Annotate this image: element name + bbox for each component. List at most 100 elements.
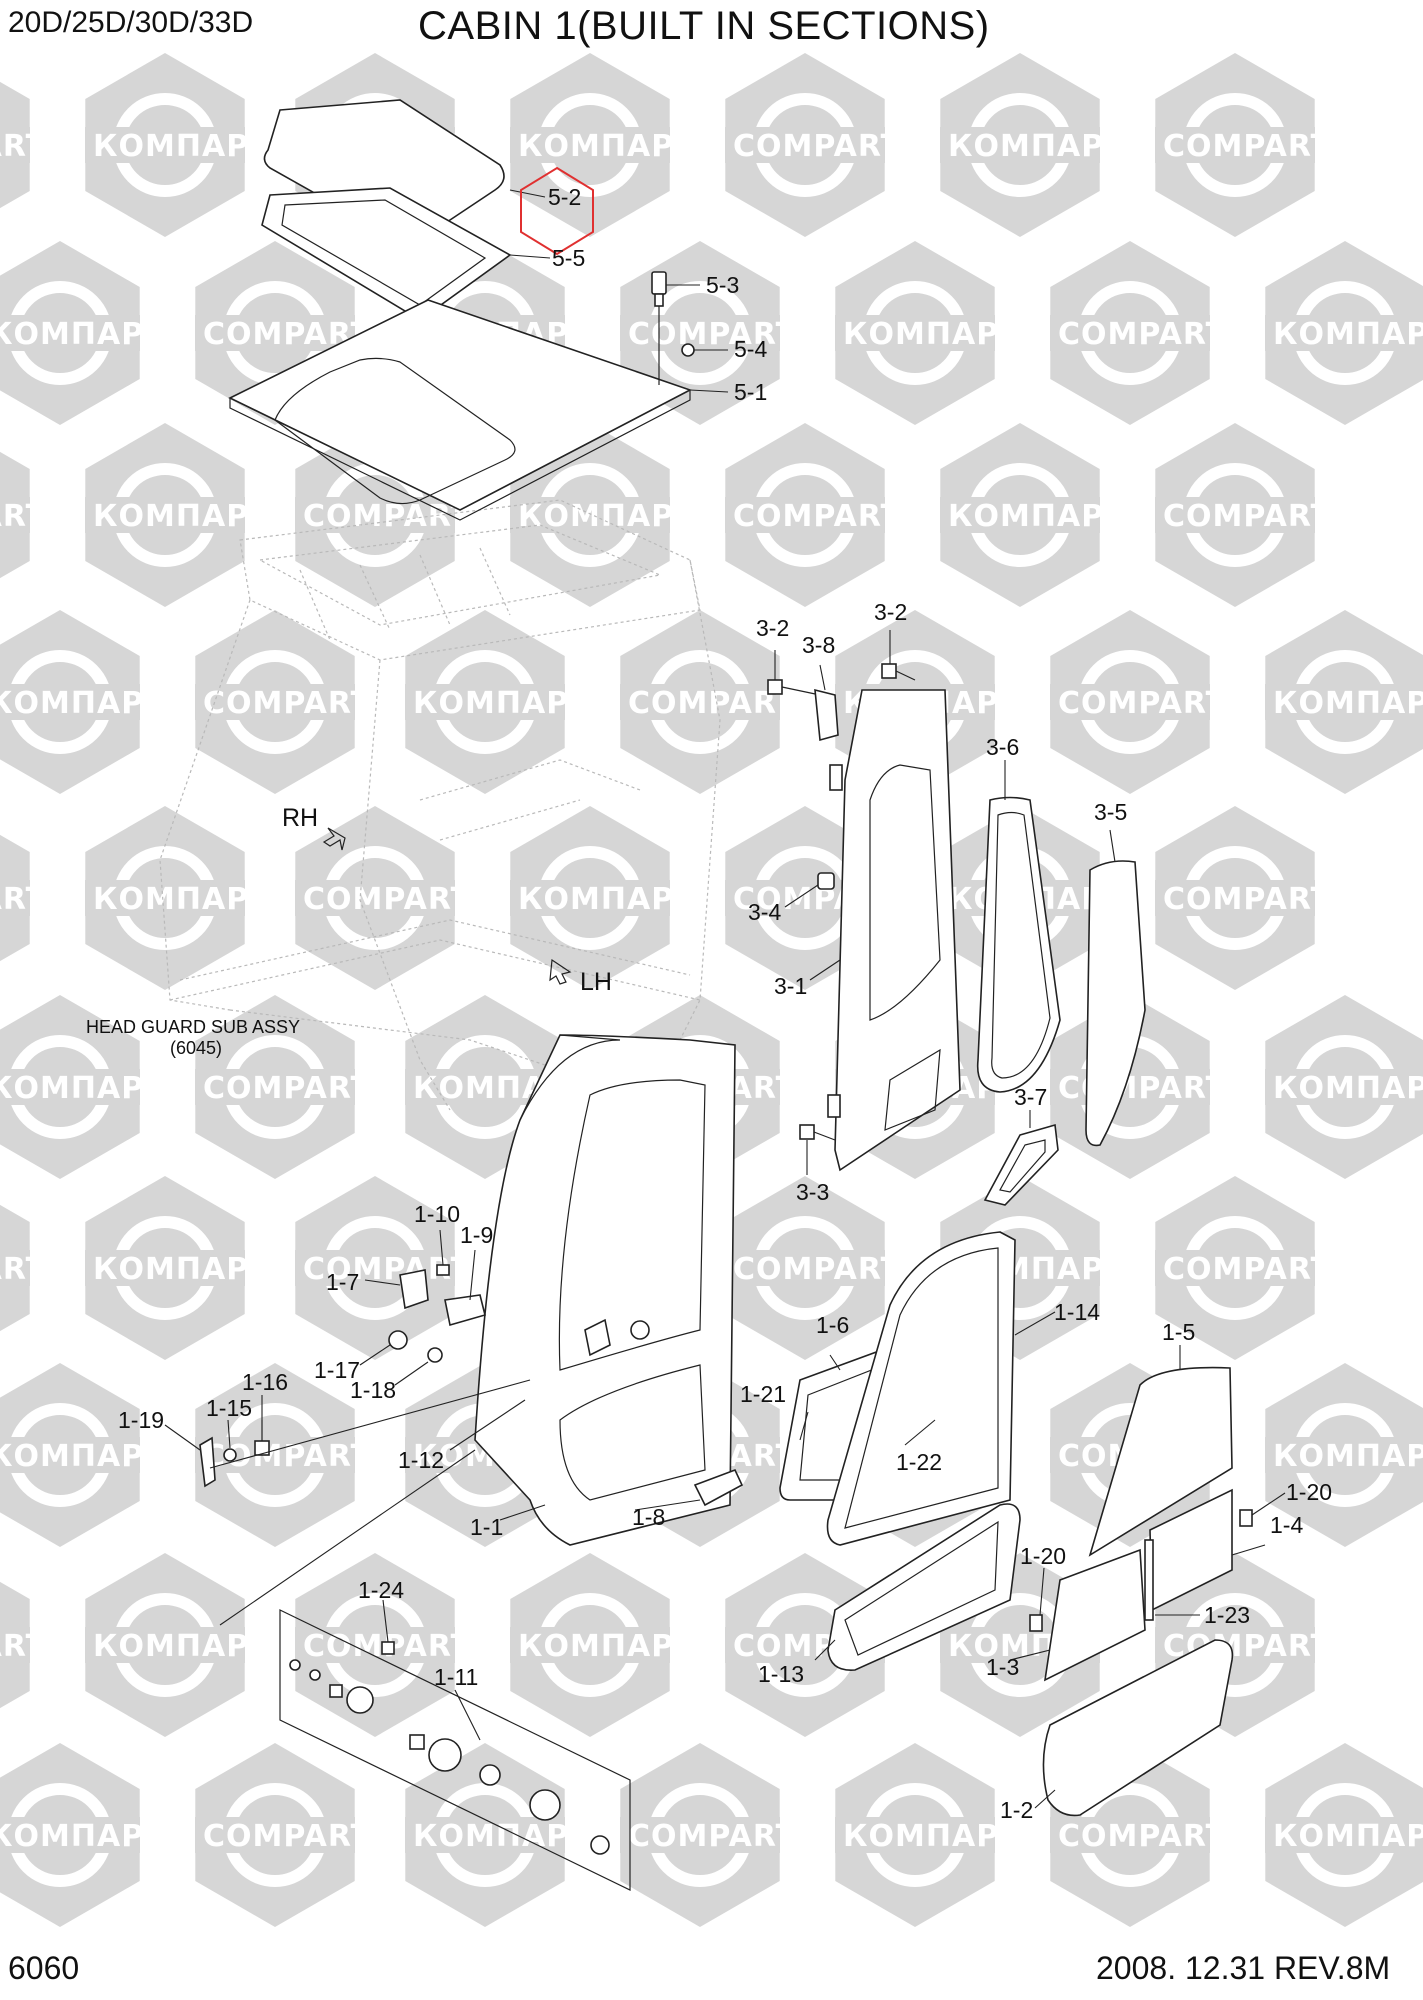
door-striker [199, 1436, 216, 1488]
callout-label: 3-3 [796, 1179, 829, 1205]
watermark-bar [725, 127, 885, 163]
watermark-bar [195, 1437, 355, 1473]
callout-label: 1-20 [1020, 1543, 1066, 1569]
watermark-bar [510, 1627, 670, 1663]
callout-label: 1-1 [470, 1514, 503, 1540]
watermark-text: COMPART [203, 1071, 372, 1106]
watermark-bar [0, 1250, 30, 1286]
callout-label: 1-3 [986, 1654, 1019, 1680]
watermark-bar [0, 1437, 140, 1473]
revision-date: 2008. 12.31 REV.8M [1096, 1950, 1391, 1986]
glass-clip-left [1029, 1614, 1043, 1632]
watermark-text: КОМПАРТ [1273, 686, 1423, 721]
watermark-layer: COMPART КОМПАРТ COMPART КОМПАРТ COMPART КОМПА… [0, 53, 1423, 1927]
watermark-text: COMPART [1163, 882, 1332, 917]
watermark-text: КОМПАРТ [518, 1629, 696, 1664]
callout-label: 3-6 [986, 734, 1019, 760]
panel-bolt-left [767, 679, 783, 695]
watermark-text: COMPART [1163, 499, 1332, 534]
watermark-bar [1050, 315, 1210, 351]
watermark-text: КОМПАРТ [518, 129, 696, 164]
callout-labels: 5-2 5-5 5-3 5-4 5-1 3-2 3-8 3-2 3-6 3-5 … [118, 184, 1332, 1823]
watermark-bar [405, 1817, 565, 1853]
watermark-text: КОМПАРТ [413, 1819, 591, 1854]
watermark-bar [1265, 684, 1423, 720]
watermark-bar [835, 1817, 995, 1853]
watermark-text: COMPART [303, 882, 472, 917]
watermark-text: COMPART [733, 499, 902, 534]
watermark-text: КОМПАРТ [413, 686, 591, 721]
door-lower-glass [1042, 1639, 1234, 1817]
callout-label: 1-22 [896, 1449, 942, 1475]
watermark-text: COMPART [1058, 1071, 1227, 1106]
callout-label: 3-7 [1014, 1084, 1047, 1110]
watermark-text: КОМПАРТ [0, 1071, 166, 1106]
callout-label: 3-5 [1094, 799, 1127, 825]
callout-label: 5-5 [552, 245, 585, 271]
watermark-bar [1155, 1250, 1315, 1286]
callout-label: 1-18 [350, 1377, 396, 1403]
latch-knob [346, 1686, 374, 1714]
lower-glass-seal [827, 1503, 1021, 1671]
watermark-text: COMPART [1058, 317, 1227, 352]
watermark-bar [1050, 1069, 1210, 1105]
callout-label: 5-4 [734, 336, 767, 362]
watermark-text: КОМПАРТ [93, 1252, 271, 1287]
watermark-text: COMPART [203, 686, 372, 721]
roof-bolt [651, 271, 667, 295]
watermark-text: КОМПАРТ [0, 1439, 166, 1474]
watermark-bar [835, 315, 995, 351]
watermark-bar [85, 497, 245, 533]
watermark-bar [195, 315, 355, 351]
watermark-bar [195, 1817, 355, 1853]
watermark-bar [0, 315, 140, 351]
lh-arrow-icon [549, 958, 572, 985]
page-title: CABIN 1(BUILT IN SECTIONS) [418, 4, 990, 48]
watermark-text: КОМПАРТ [93, 499, 271, 534]
watermark-text: COMPART [1058, 1819, 1227, 1854]
callout-label: 1-24 [358, 1577, 404, 1603]
watermark-bar [85, 127, 245, 163]
watermark-text: COMPART [1058, 686, 1227, 721]
glass-divider [1144, 1539, 1154, 1621]
watermark-text: КОМПАРТ [93, 1629, 271, 1664]
watermark-text: КОМПАРТ [1273, 1819, 1423, 1854]
watermark-bar [0, 1627, 30, 1663]
watermark-text: COMPART [628, 317, 797, 352]
watermark-text: COMPART [203, 1819, 372, 1854]
watermark-bar [1265, 1069, 1423, 1105]
watermark-text: COMPART [0, 129, 47, 164]
watermark-bar [0, 497, 30, 533]
watermark-bar [195, 684, 355, 720]
watermark-bar [0, 684, 140, 720]
callout-label: 5-3 [706, 272, 739, 298]
head-guard-ref: (6045) [170, 1038, 222, 1058]
side-window-glass [1085, 860, 1146, 1147]
door-upper-glass [1088, 1366, 1233, 1557]
watermark-text: КОМПАРТ [93, 129, 271, 164]
watermark-text: COMPART [0, 1629, 47, 1664]
panel-bolt-lower [799, 1124, 815, 1140]
side-window-seal [976, 796, 1061, 1093]
watermark-bar [1265, 315, 1423, 351]
watermark-text: КОМПАРТ [0, 317, 166, 352]
callout-label: 1-2 [1000, 1797, 1033, 1823]
watermark-bar [85, 1627, 245, 1663]
watermark-text: КОМПАРТ [948, 499, 1126, 534]
callout-label: 1-7 [326, 1269, 359, 1295]
head-guard-label: HEAD GUARD SUB ASSY [86, 1017, 300, 1037]
watermark-bar [0, 880, 30, 916]
callout-label: 1-5 [1162, 1319, 1195, 1345]
annotations: RH LH HEAD GUARD SUB ASSY (6045) [86, 804, 612, 1058]
side-panel-group [767, 663, 1146, 1206]
pin-washer [223, 1448, 237, 1462]
callout-label: 1-4 [1270, 1512, 1303, 1538]
watermark-bar [0, 127, 30, 163]
callout-label: 1-9 [460, 1222, 493, 1248]
watermark-bar [940, 497, 1100, 533]
callout-label: 1-23 [1204, 1602, 1250, 1628]
watermark-bar [510, 880, 670, 916]
watermark-bar [620, 315, 780, 351]
callout-label: 3-2 [874, 599, 907, 625]
